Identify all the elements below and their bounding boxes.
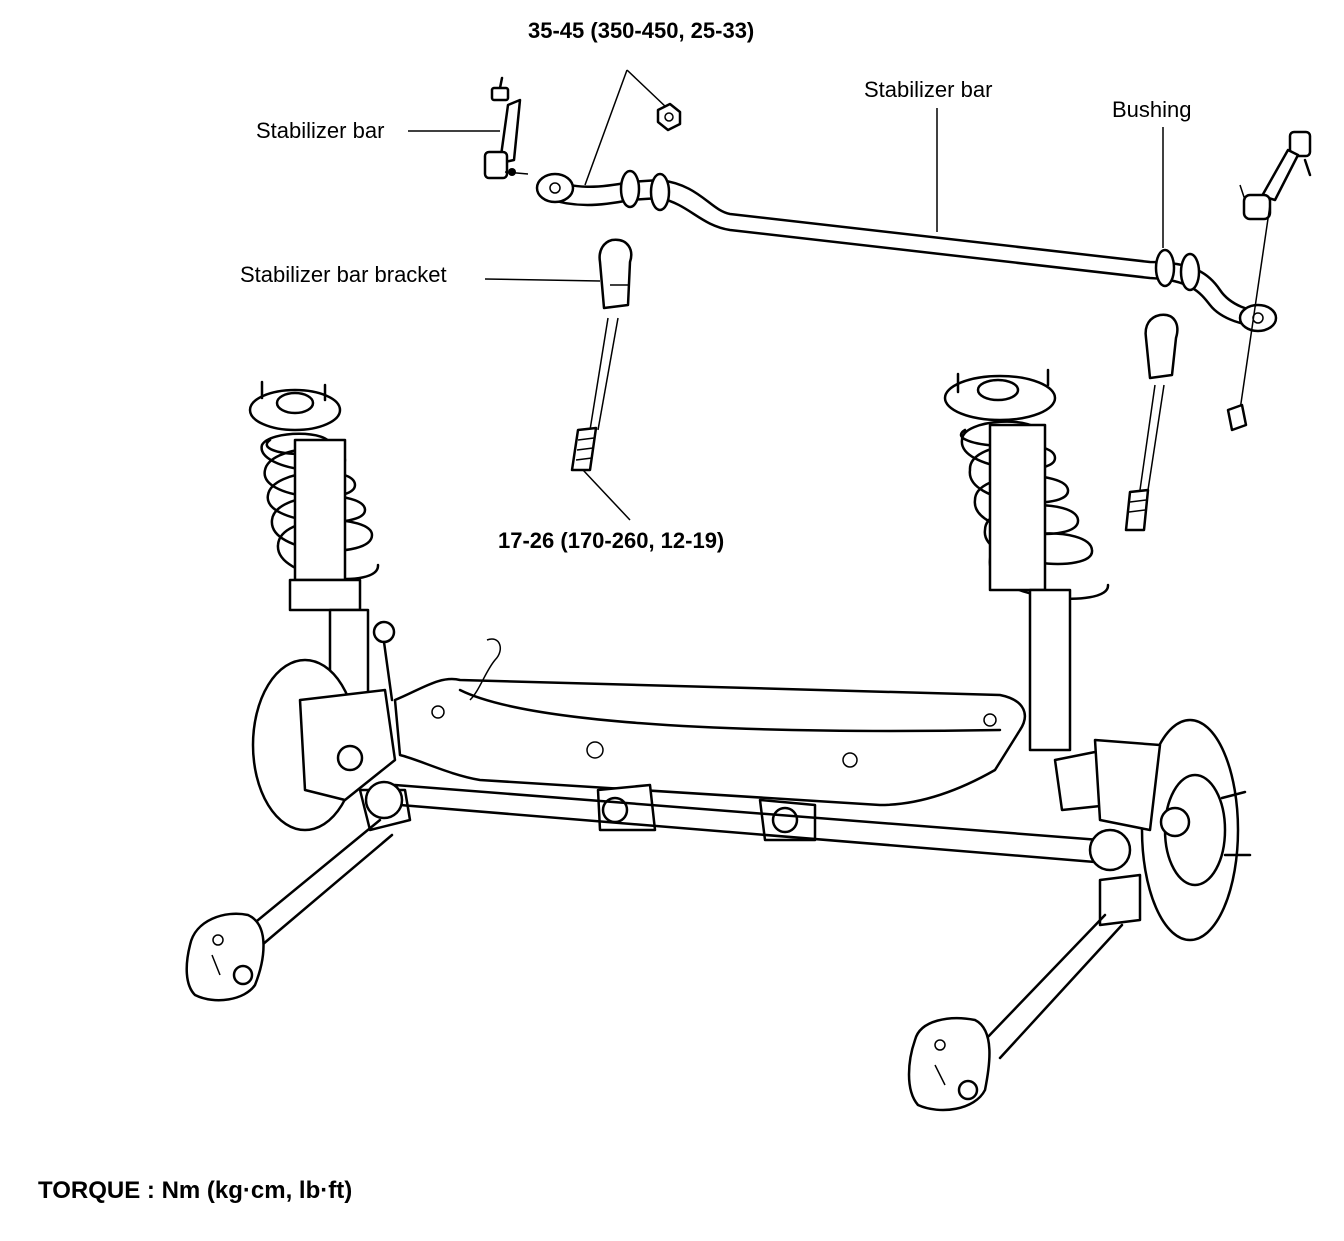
stabilizer-link-right bbox=[1226, 130, 1312, 432]
lower-arms bbox=[364, 780, 1132, 872]
stabilizer-link-left bbox=[483, 76, 529, 180]
torque-units-note: TORQUE : Nm (kg·cm, lb·ft) bbox=[38, 1177, 353, 1204]
strut-assembly-left bbox=[248, 380, 396, 722]
stabilizer-bracket-left bbox=[570, 238, 633, 472]
stabilizer-bar-label: Stabilizer bar bbox=[864, 77, 993, 102]
crossmember bbox=[393, 638, 1026, 842]
nut-top bbox=[656, 102, 682, 132]
hub-left bbox=[251, 658, 412, 832]
trailing-arm-left bbox=[185, 818, 394, 1002]
hub-right bbox=[1093, 718, 1252, 942]
torque-label-top: 35-45 (350-450, 25-33) bbox=[528, 18, 755, 43]
leader-lines bbox=[408, 69, 1164, 521]
bushing-label: Bushing bbox=[1112, 97, 1192, 122]
strut-assembly-right bbox=[943, 368, 1112, 812]
trailing-arm-right bbox=[907, 873, 1142, 1112]
stabilizer-bracket-right bbox=[1124, 313, 1179, 532]
stabilizer-bar-link-label: Stabilizer bar bbox=[256, 118, 385, 143]
torque-label-bracket: 17-26 (170-260, 12-19) bbox=[498, 528, 725, 553]
stabilizer-bar-bracket-label: Stabilizer bar bracket bbox=[240, 262, 447, 287]
stabilizer-bar bbox=[535, 169, 1278, 333]
